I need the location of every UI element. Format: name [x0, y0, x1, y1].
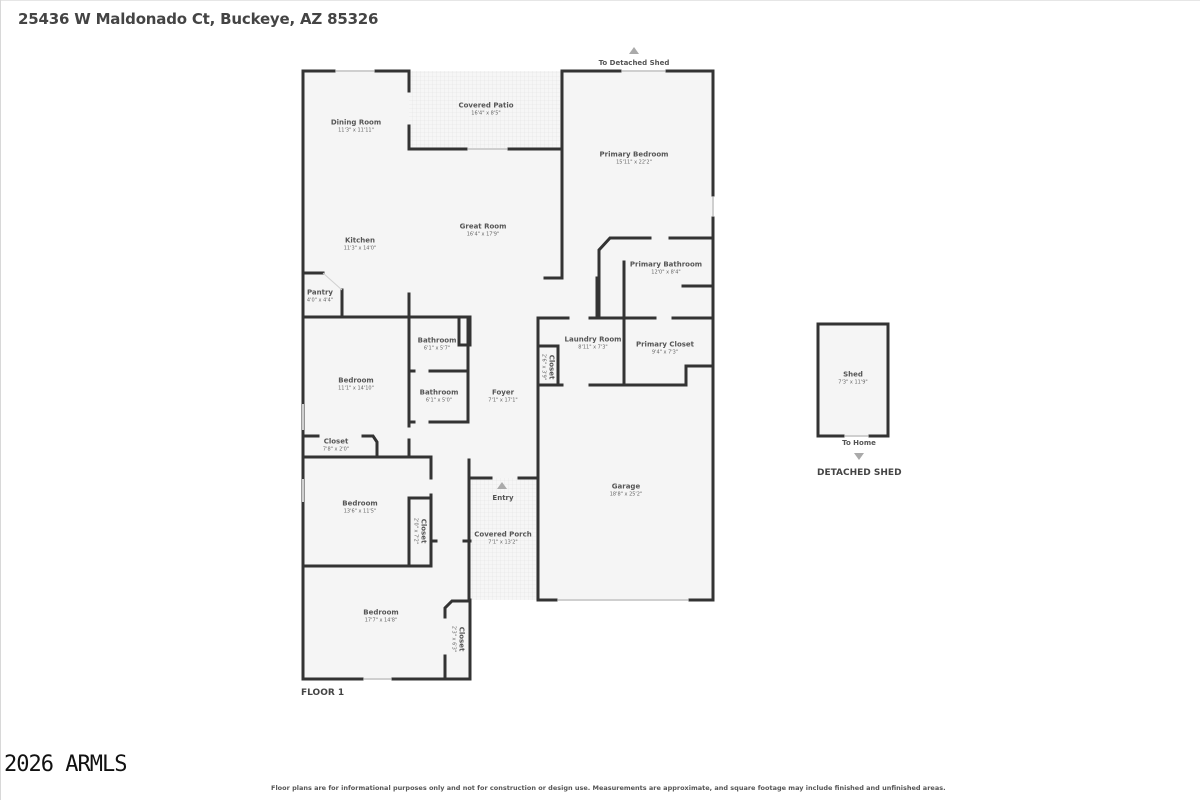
page-left-border: [0, 0, 1, 800]
floor-label: FLOOR 1: [301, 688, 345, 698]
property-address: 25436 W Maldonado Ct, Buckeye, AZ 85326: [18, 10, 379, 28]
to-home-label: To Home: [842, 439, 876, 447]
entry-label: Entry: [492, 494, 514, 502]
windows: [302, 70, 868, 680]
detached-shed-title: DETACHED SHED: [817, 468, 902, 478]
walls: [301, 69, 890, 681]
to-home-arrow-icon: [854, 453, 864, 460]
to-shed-arrow-icon: [629, 47, 639, 54]
disclaimer-text: Floor plans are for informational purpos…: [271, 784, 946, 792]
mls-watermark: 2026 ARMLS: [4, 752, 127, 777]
to-detached-shed-label: To Detached Shed: [598, 59, 670, 67]
pantry-door: [322, 272, 343, 291]
floor-fill: [303, 71, 888, 679]
page-top-border: [0, 0, 1200, 1]
entry-arrow-icon: [497, 482, 507, 489]
